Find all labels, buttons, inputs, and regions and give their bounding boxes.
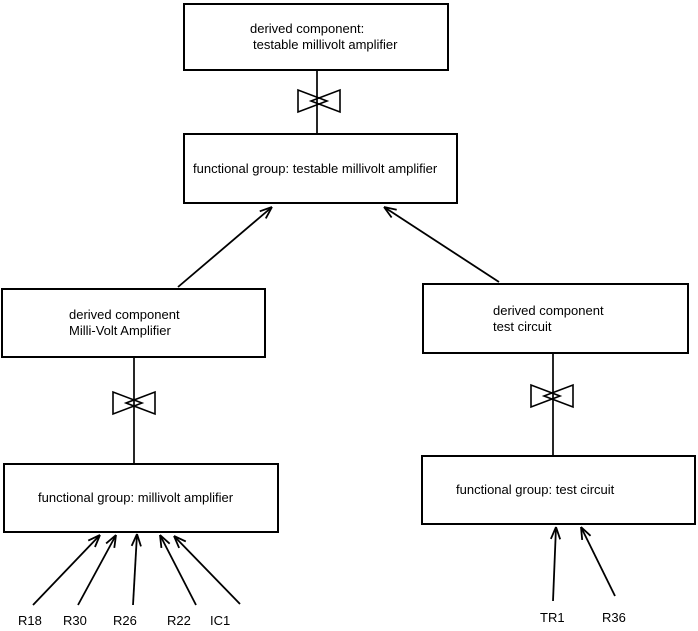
arrowhead — [580, 526, 584, 541]
arrowhead — [113, 534, 117, 549]
dependency-arrow-shaft — [132, 533, 138, 606]
dependency-arrow-shaft — [32, 534, 101, 606]
dependency-arrow-shaft — [580, 526, 616, 597]
arrowhead — [264, 206, 273, 219]
node-derived-test-circuit: derived component test circuit — [422, 283, 689, 354]
node-label-line: derived component — [69, 307, 180, 322]
arrowhead — [159, 534, 171, 545]
node-functional-group-millivolt-amplifier: functional group: millivolt amplifier — [3, 463, 279, 533]
arrowhead — [383, 206, 397, 211]
bowtie-icon — [308, 88, 341, 114]
component-label-r30: R30 — [63, 613, 87, 628]
bowtie-icon — [112, 390, 145, 416]
node-label-line: functional group: millivolt amplifier — [38, 490, 234, 505]
arrowhead — [173, 535, 187, 543]
node-label-line: derived component: — [250, 21, 365, 36]
arrowhead — [259, 206, 273, 213]
bowtie-icon — [297, 88, 330, 114]
node-label-line: testable millivolt amplifier — [253, 37, 398, 52]
dependency-arrow-shaft — [173, 535, 241, 605]
arrowhead — [105, 534, 117, 545]
node-label-line: test circuit — [493, 318, 552, 334]
component-label-r22: R22 — [167, 613, 191, 628]
component-label-r18: R18 — [18, 613, 42, 628]
component-label-tr1: TR1 — [540, 610, 565, 625]
node-functional-group-testable-amplifier: functional group: testable millivolt amp… — [183, 133, 458, 204]
component-label-ic1: IC1 — [210, 613, 231, 628]
node-label-line: Milli-Volt Amplifier — [69, 323, 171, 338]
arrowhead — [555, 526, 562, 540]
dependency-arrow-shaft — [159, 534, 197, 606]
dependency-arrow-shaft — [552, 526, 557, 602]
arrowhead — [550, 526, 557, 540]
arrowhead — [136, 533, 142, 547]
node-label-line: functional group: test circuit — [456, 482, 615, 497]
bowtie-icon — [123, 390, 156, 416]
dependency-arrow-shaft — [177, 206, 273, 288]
node-derived-testable-amplifier: derived component: testable millivolt am… — [183, 3, 449, 71]
arrowhead — [383, 206, 393, 219]
arrowhead — [130, 533, 138, 547]
arrowhead — [173, 535, 180, 549]
dependency-arrow-shaft — [77, 534, 117, 606]
bowtie-icon — [530, 383, 563, 409]
component-label-r26: R26 — [113, 613, 137, 628]
component-label-r36: R36 — [602, 610, 626, 625]
node-label-line: functional group: testable millivolt amp… — [193, 160, 438, 176]
arrowhead — [159, 534, 163, 549]
node-label-line: derived component — [493, 302, 604, 318]
node-functional-group-test-circuit: functional group: test circuit — [421, 455, 696, 525]
node-derived-millivolt-amplifier: derived component Milli-Volt Amplifier — [1, 288, 266, 358]
bowtie-icon — [541, 383, 574, 409]
arrowhead — [87, 534, 101, 542]
dependency-arrow-shaft — [383, 206, 500, 283]
arrowhead — [94, 534, 101, 548]
arrowhead — [580, 526, 592, 537]
